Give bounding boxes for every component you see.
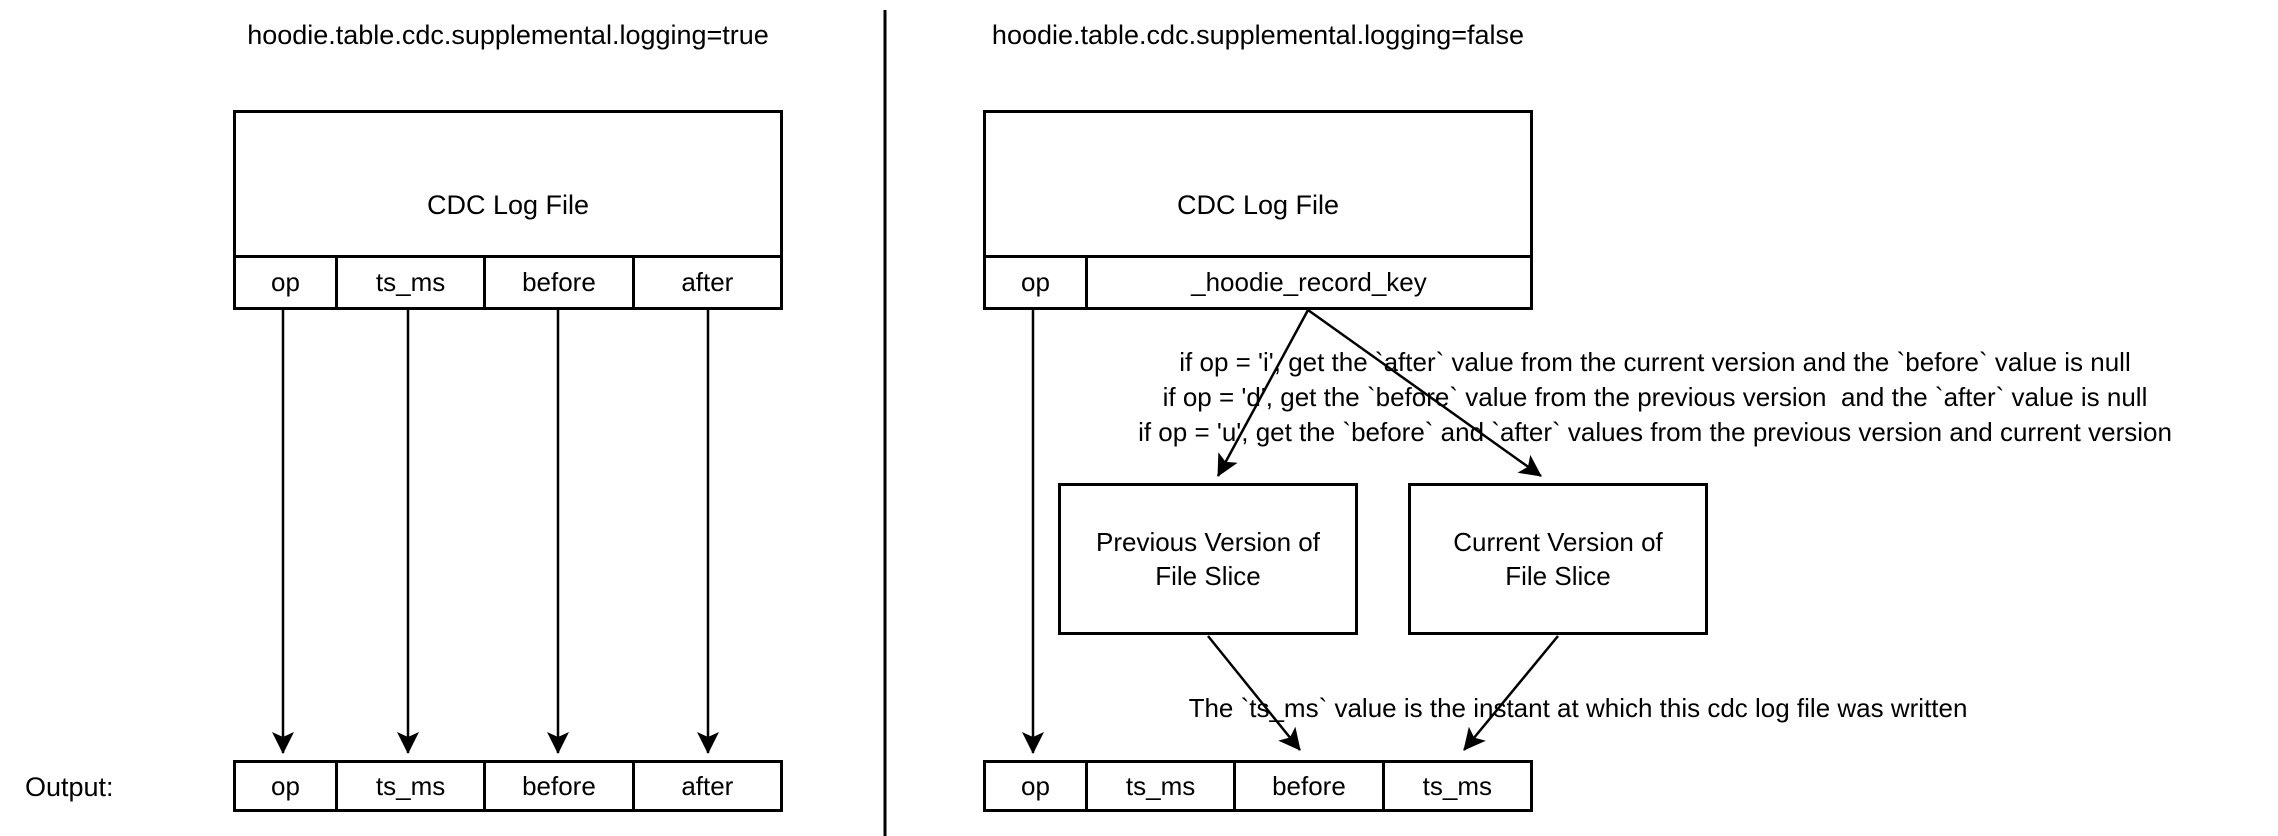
left-output-table: op ts_ms before after	[233, 760, 783, 812]
op-rules-text: if op = 'i', get the `after` value from …	[1043, 345, 2267, 450]
right-cdc-column-row: op _hoodie_record_key	[986, 255, 1530, 307]
right-cdc-log-file-box: CDC Log File op _hoodie_record_key	[983, 110, 1533, 310]
previous-to-before-arrow	[1207, 635, 1301, 751]
right-output-col-ts-ms-2: ts_ms	[1381, 763, 1530, 809]
left-cdc-column-row: op ts_ms before after	[236, 255, 780, 307]
current-version-label-line2: File Slice	[1505, 561, 1611, 591]
right-output-table: op ts_ms before ts_ms	[983, 760, 1533, 812]
left-output-col-before: before	[483, 763, 631, 809]
right-cdc-col-record-key: _hoodie_record_key	[1084, 258, 1530, 307]
left-output-col-after: after	[631, 763, 780, 809]
left-cdc-col-op: op	[270, 267, 300, 297]
op-rule-insert: if op = 'i', get the `after` value from …	[1179, 347, 2131, 377]
left-panel-title: hoodie.table.cdc.supplemental.logging=tr…	[247, 20, 769, 50]
output-label: Output:	[25, 772, 114, 802]
ts-ms-note-text: The `ts_ms` value is the instant at whic…	[1188, 693, 1968, 723]
left-cdc-col-ts-ms: ts_ms	[334, 258, 483, 307]
previous-version-label-line1: Previous Version of	[1095, 527, 1320, 557]
right-output-col-op: op	[1020, 770, 1050, 801]
left-cdc-col-before: before	[483, 258, 631, 307]
left-cdc-log-file-box: CDC Log File op ts_ms before after	[233, 110, 783, 310]
previous-version-file-slice-box: Previous Version of File Slice	[1058, 483, 1358, 635]
right-cdc-col-op: op	[1020, 267, 1050, 297]
right-panel-title: hoodie.table.cdc.supplemental.logging=fa…	[991, 20, 1525, 50]
right-output-col-before: before	[1233, 763, 1381, 809]
op-rule-update: if op = 'u', get the `before` and `after…	[1138, 417, 2172, 447]
previous-version-label-line2: File Slice	[1155, 561, 1261, 591]
right-output-col-ts-ms: ts_ms	[1084, 763, 1233, 809]
left-output-col-ts-ms: ts_ms	[334, 763, 483, 809]
record-key-to-previous-arrow	[1216, 309, 1310, 477]
left-cdc-col-after: after	[631, 258, 780, 307]
current-version-file-slice-box: Current Version of File Slice	[1408, 483, 1708, 635]
left-output-col-op: op	[270, 770, 300, 801]
current-to-ts-ms-arrow	[1463, 635, 1559, 751]
left-cdc-log-file-label: CDC Log File	[426, 190, 590, 220]
current-version-label-line1: Current Version of	[1453, 527, 1663, 557]
op-rule-delete: if op = 'd', get the `before` value from…	[1162, 382, 2148, 412]
record-key-to-current-arrow	[1307, 308, 1542, 478]
right-cdc-log-file-label: CDC Log File	[1176, 190, 1340, 220]
